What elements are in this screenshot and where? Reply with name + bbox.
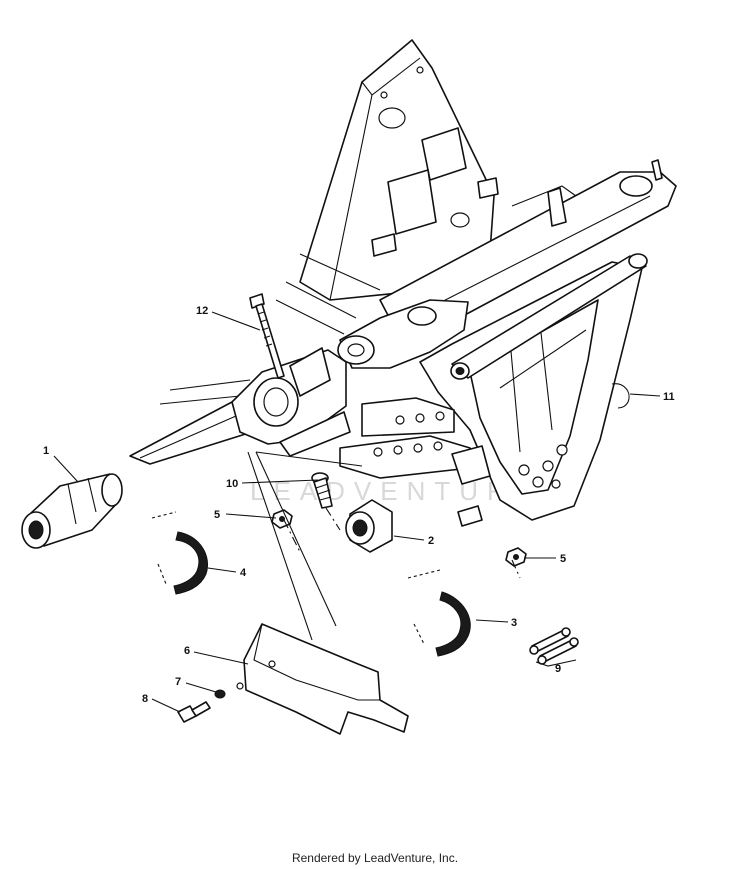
part-8-bolt <box>177 701 211 723</box>
part-7-washer <box>214 689 226 699</box>
fork-frame <box>419 261 643 521</box>
callout-9: 9 <box>555 663 561 675</box>
part-5-nut-left <box>271 509 293 529</box>
back-plate <box>299 39 499 301</box>
callout-10: 10 <box>226 478 238 490</box>
assembly-lines <box>247 451 521 641</box>
callout-12: 12 <box>196 305 208 317</box>
part-6-guard <box>236 623 409 735</box>
pivot-arm <box>337 299 469 369</box>
callout-1: 1 <box>43 445 49 457</box>
callout-3: 3 <box>511 617 517 629</box>
part-3-chain <box>407 569 471 657</box>
part-12-bolt <box>249 293 285 379</box>
upper-cross-beam <box>379 159 677 343</box>
callouts: 1 2 3 4 5 5 6 7 8 9 10 11 12 <box>43 305 675 705</box>
hitch-assembly <box>129 347 351 465</box>
callout-2: 2 <box>428 535 434 547</box>
part-2-bushing <box>345 499 393 553</box>
callout-5-left: 5 <box>214 509 220 521</box>
callout-6: 6 <box>184 645 190 657</box>
part-5-nut-right <box>505 547 527 567</box>
callout-5-right: 5 <box>560 553 566 565</box>
part-1-roller <box>21 473 123 549</box>
callout-11: 11 <box>663 391 675 403</box>
part-9-bolt-set <box>529 627 579 665</box>
callout-8: 8 <box>142 693 148 705</box>
front-roller-tube <box>450 253 648 380</box>
lower-bracket <box>339 397 491 527</box>
leader-lines <box>53 311 661 713</box>
footer-credit: Rendered by LeadVenture, Inc. <box>291 851 459 865</box>
callout-7: 7 <box>175 676 181 688</box>
callout-4: 4 <box>240 567 247 579</box>
part-11-clip <box>611 383 630 409</box>
part-4-chain <box>151 511 208 595</box>
side-rails <box>159 253 381 405</box>
